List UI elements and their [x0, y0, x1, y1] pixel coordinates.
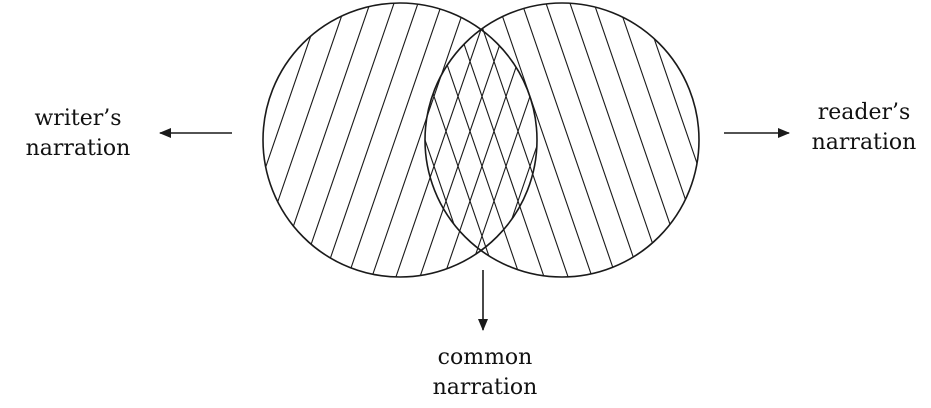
- common-label-line1: common: [437, 345, 533, 370]
- reader-label-line2: narration: [811, 130, 917, 155]
- hatch-line: [561, 3, 673, 277]
- hatch-line: [263, 3, 307, 277]
- writer-label-line2: narration: [25, 136, 131, 161]
- reader-narration-label: reader’s narration: [797, 98, 931, 158]
- writer-narration-label: writer’s narration: [8, 104, 148, 164]
- hatch-line: [387, 3, 499, 277]
- hatch-line: [267, 3, 379, 277]
- common-narration-label: common narration: [418, 343, 552, 403]
- hatch-line: [263, 3, 355, 277]
- hatch-line: [339, 3, 451, 277]
- reader-circle: [424, 2, 700, 278]
- hatch-line: [513, 3, 625, 277]
- hatch-line: [315, 3, 427, 277]
- hatch-line: [291, 3, 403, 277]
- reader-label-line1: reader’s: [817, 100, 911, 125]
- hatch-line: [657, 3, 699, 277]
- writer-circle: [262, 2, 538, 278]
- hatch-line: [148, 0, 258, 300]
- hatch-line: [263, 3, 331, 277]
- hatch-line: [489, 3, 601, 277]
- hatch-line: [633, 3, 699, 277]
- hatch-line: [465, 3, 577, 277]
- hatch-line: [537, 3, 649, 277]
- hatch-line: [459, 3, 537, 277]
- hatch-line: [154, 0, 264, 300]
- hatch-line: [585, 3, 697, 277]
- common-label-line2: narration: [432, 375, 538, 400]
- hatch-line: [609, 3, 699, 277]
- hatch-line: [700, 0, 810, 300]
- hatch-line: [263, 3, 283, 277]
- hatch-line: [363, 3, 475, 277]
- writer-label-line1: writer’s: [34, 106, 122, 131]
